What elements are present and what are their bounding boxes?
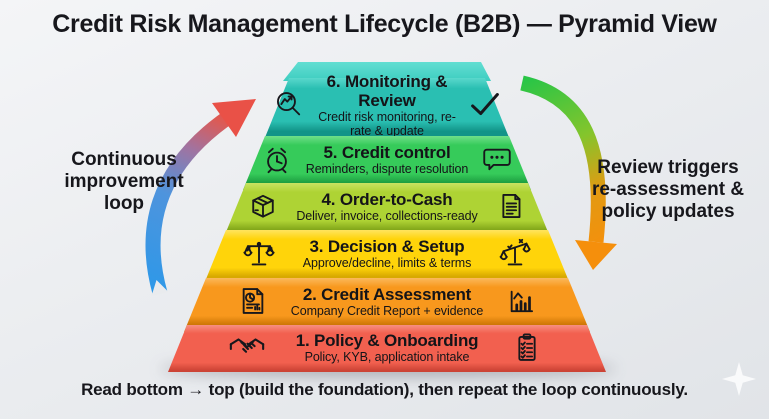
pyramid-level-3: 3. Decision & Setup Approve/decline, lim…	[152, 230, 622, 284]
level-subtitle: Company Credit Report + evidence	[290, 303, 484, 318]
level-title: 2. Credit Assessment	[302, 284, 472, 304]
pyramid-level-4: 4. Order-to-Cash Deliver, invoice, colle…	[152, 183, 622, 237]
pyramid-level-1: 1. Policy & Onboarding Policy, KYB, appl…	[152, 325, 622, 372]
page-title: Credit Risk Management Lifecycle (B2B) —…	[52, 10, 717, 38]
check-icon	[466, 86, 504, 124]
invoice-icon	[492, 189, 530, 223]
pyramid-lid	[283, 62, 491, 81]
level-subtitle: Deliver, invoice, collections-ready	[296, 208, 478, 223]
left-label-line: loop	[103, 193, 145, 214]
level-face	[243, 136, 531, 190]
right-label: Review triggers re-assessment & policy u…	[585, 157, 751, 223]
continuous-loop-arrow	[145, 99, 256, 296]
level-title: 6. Monitoring & Review	[326, 72, 448, 110]
left-label: Continuous improvement loop	[45, 149, 203, 215]
level-face	[204, 230, 570, 284]
arrowhead-up	[212, 99, 256, 137]
package-icon	[244, 189, 282, 223]
alarm-clock-icon	[258, 142, 296, 176]
left-label-line: Continuous	[71, 149, 177, 170]
arrow-tail-notch	[151, 280, 169, 296]
arrowhead-down	[575, 240, 617, 270]
level-subtitle: Reminders, dispute resolution	[305, 161, 469, 176]
magnifier-trend-icon	[270, 88, 308, 122]
right-label-line: re-assessment &	[591, 179, 745, 200]
pyramid-level-6: 6. Monitoring & Review Credit risk monit…	[152, 72, 622, 140]
pyramid-level-5: 5. Credit control Reminders, dispute res…	[152, 136, 622, 190]
level-title: 4. Order-to-Cash	[321, 189, 453, 209]
scales-tilted-icon	[496, 236, 534, 270]
right-label-line: Review triggers	[597, 157, 739, 178]
level-title: 3. Decision & Setup	[309, 236, 465, 256]
level-title: 5. Credit control	[323, 142, 451, 162]
level-face	[264, 78, 510, 140]
checklist-icon	[508, 331, 546, 365]
level-face	[168, 325, 606, 372]
pyramid: 6. Monitoring & Review Credit risk monit…	[152, 62, 622, 378]
growth-chart-icon	[502, 284, 540, 318]
left-label-line: improvement	[64, 171, 184, 192]
pyramid-level-2: 2. Credit Assessment Company Credit Repo…	[152, 278, 622, 332]
handshake-icon	[228, 329, 266, 367]
level-subtitle: Credit risk monitoring, re-rate & update	[318, 110, 456, 138]
right-label-line: policy updates	[601, 201, 735, 222]
chat-dots-icon	[478, 142, 516, 176]
level-subtitle: Policy, KYB, application intake	[304, 350, 470, 364]
scales-balanced-icon	[240, 236, 278, 270]
level-title: 1. Policy & Onboarding	[295, 331, 479, 350]
credit-report-icon	[234, 284, 272, 318]
level-subtitle: Approve/decline, limits & terms	[302, 255, 472, 270]
review-feedback-arrow	[520, 75, 617, 270]
footer-caption: Read bottom → top (build the foundation)…	[81, 380, 688, 399]
level-face	[224, 183, 550, 237]
